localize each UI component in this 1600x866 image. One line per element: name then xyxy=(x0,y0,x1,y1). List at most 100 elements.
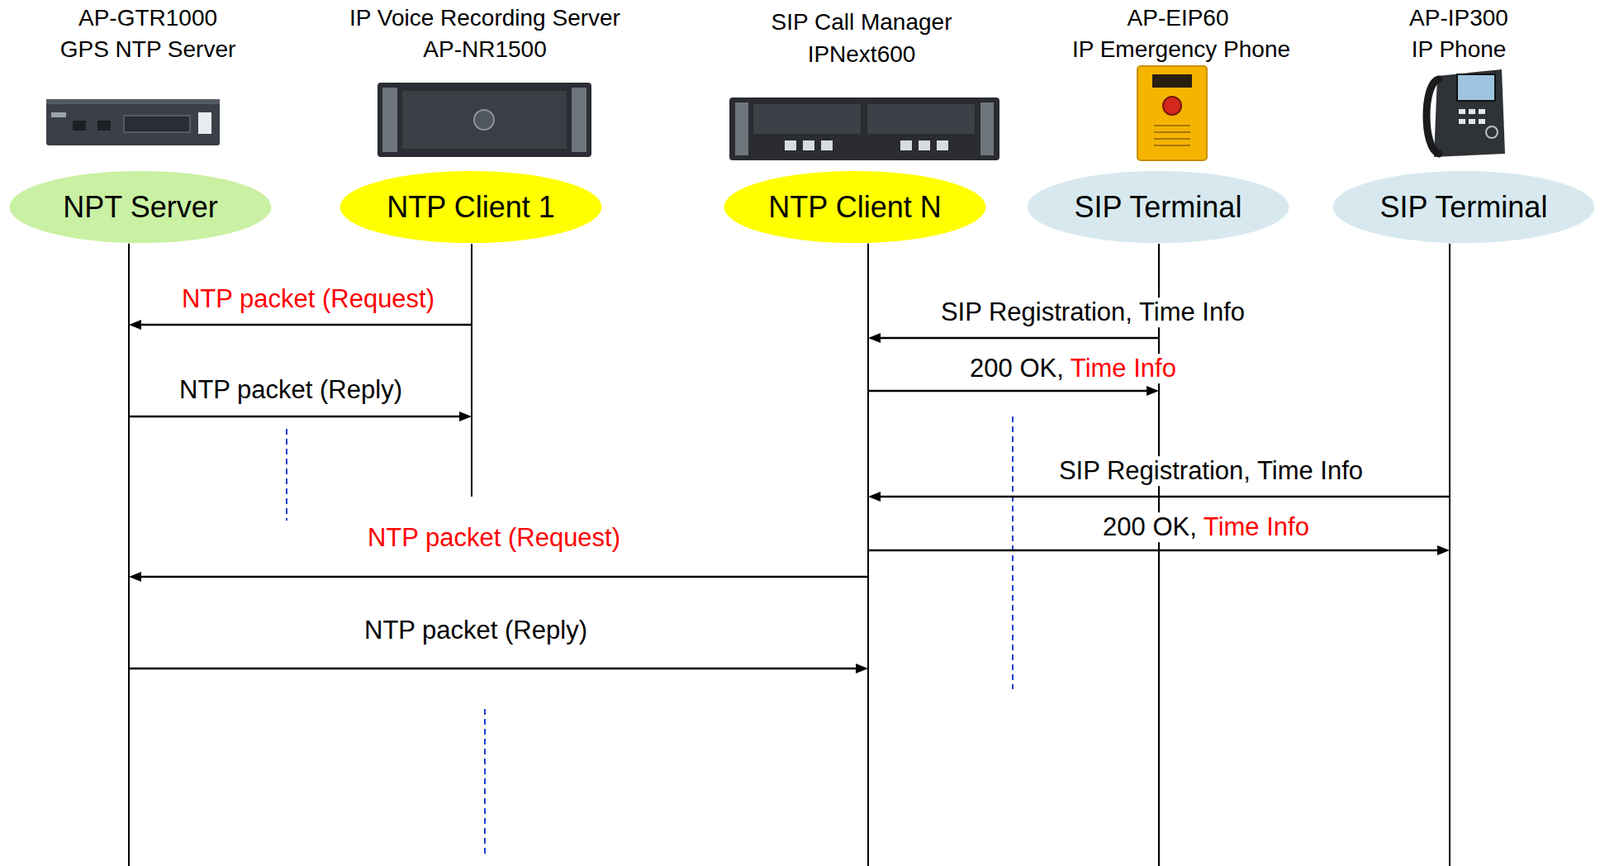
message-arrow xyxy=(128,411,472,422)
device-port xyxy=(97,120,111,131)
arrow-line xyxy=(868,549,1438,552)
device-port xyxy=(784,140,797,151)
device-display xyxy=(123,115,190,133)
device-body xyxy=(729,97,1000,161)
message-label: SIP Registration, Time Info xyxy=(937,297,1249,328)
lifeline-ellipse: SIP Terminal xyxy=(1331,170,1596,244)
device-caption: SIP Call Manager xyxy=(771,9,953,36)
device-caption: IP Emergency Phone xyxy=(1072,36,1291,63)
device-port xyxy=(802,140,815,151)
message-arrow xyxy=(868,332,1159,343)
device-caption: IP Phone xyxy=(1411,36,1507,63)
lifeline xyxy=(128,243,130,866)
arrow-line xyxy=(128,667,856,670)
ellipse-fill xyxy=(724,170,987,243)
device-handle xyxy=(382,87,398,152)
device-key xyxy=(1478,109,1486,114)
node-label: SIP Terminal xyxy=(1074,189,1243,225)
device-grille xyxy=(1153,144,1191,147)
message-arrow xyxy=(128,319,472,330)
device-caption: AP-GTR1000 xyxy=(78,4,218,32)
arrow-head xyxy=(868,491,881,502)
message-arrow xyxy=(128,663,869,674)
arrow-line xyxy=(141,575,869,579)
device-display xyxy=(1152,74,1192,88)
ntp-server-device xyxy=(46,99,220,146)
label-part: 200 OK, xyxy=(969,353,1071,383)
device-body xyxy=(1433,69,1506,157)
message-arrow xyxy=(868,491,1450,502)
device-slot xyxy=(867,104,975,134)
arrow-head xyxy=(868,332,881,343)
device-port xyxy=(936,140,949,151)
device-handle xyxy=(980,102,994,156)
device-screen xyxy=(1457,74,1496,101)
lifeline-ellipse: SIP Terminal xyxy=(1025,170,1291,244)
arrow-head xyxy=(1146,385,1159,396)
ellipse-fill xyxy=(340,170,603,243)
arrow-line xyxy=(868,389,1147,393)
arrow-head xyxy=(1437,545,1450,556)
device-caption: GPS NTP Server xyxy=(60,36,237,63)
device-edge xyxy=(46,99,220,105)
arrow-head xyxy=(855,663,869,674)
message-arrow xyxy=(868,545,1450,556)
label-part: 200 OK, xyxy=(1102,512,1204,542)
message-label: NTP packet (Reply) xyxy=(175,375,406,405)
ip-phone-device xyxy=(1426,69,1506,157)
device-key xyxy=(1468,109,1476,114)
device-body xyxy=(1137,66,1207,161)
device-handle xyxy=(735,102,749,156)
device-caption: AP-IP300 xyxy=(1409,4,1509,32)
arrow-line xyxy=(128,415,460,418)
device-port xyxy=(900,140,912,151)
device-led xyxy=(51,112,67,118)
node-label: SIP Terminal xyxy=(1380,189,1548,225)
arrow-line xyxy=(141,323,472,327)
device-handset xyxy=(1426,79,1439,154)
node-label: NTP Client 1 xyxy=(386,189,555,225)
device-grille xyxy=(1153,131,1191,133)
device-caption: AP-NR1500 xyxy=(422,36,546,63)
device-key xyxy=(1478,118,1486,124)
ellipse-fill xyxy=(1333,170,1596,243)
lifeline xyxy=(1448,243,1451,866)
message-label: NTP packet (Request) xyxy=(178,284,438,314)
device-knob xyxy=(474,109,494,130)
device-body xyxy=(46,99,220,146)
message-label: SIP Registration, Time Info xyxy=(1055,455,1367,486)
lifeline xyxy=(470,243,473,497)
arrow-line xyxy=(880,337,1159,340)
device-body xyxy=(377,82,592,157)
dashed-marker xyxy=(285,428,288,521)
arrow-head xyxy=(128,571,142,582)
device-slot xyxy=(753,104,861,134)
message-label: NTP packet (Request) xyxy=(364,522,624,553)
device-panel xyxy=(402,90,567,149)
ellipse-fill xyxy=(1027,170,1290,243)
device-key xyxy=(1458,109,1466,114)
device-navpad xyxy=(1486,126,1498,138)
device-grille xyxy=(1153,137,1191,140)
label-part: Time Info xyxy=(1203,512,1310,542)
device-caption: AP-EIP60 xyxy=(1127,4,1230,32)
device-port xyxy=(918,140,931,151)
message-label: 200 OK, Time Info xyxy=(1099,512,1313,542)
message-label: 200 OK, Time Info xyxy=(966,353,1180,384)
node-label: NTP Client N xyxy=(768,189,941,225)
arrow-line xyxy=(880,495,1450,499)
message-arrow xyxy=(128,571,869,582)
device-handle xyxy=(571,87,587,152)
recording-server-device xyxy=(377,82,592,157)
message-arrow xyxy=(868,385,1159,396)
dashed-marker xyxy=(484,708,486,855)
arrow-head xyxy=(459,411,472,422)
dashed-marker xyxy=(1011,416,1014,689)
lifeline-ellipse: NTP Client N xyxy=(722,170,988,244)
device-key xyxy=(1458,118,1466,124)
ellipse-fill xyxy=(9,170,272,243)
device-port xyxy=(72,120,86,131)
node-label: NPT Server xyxy=(62,189,218,225)
